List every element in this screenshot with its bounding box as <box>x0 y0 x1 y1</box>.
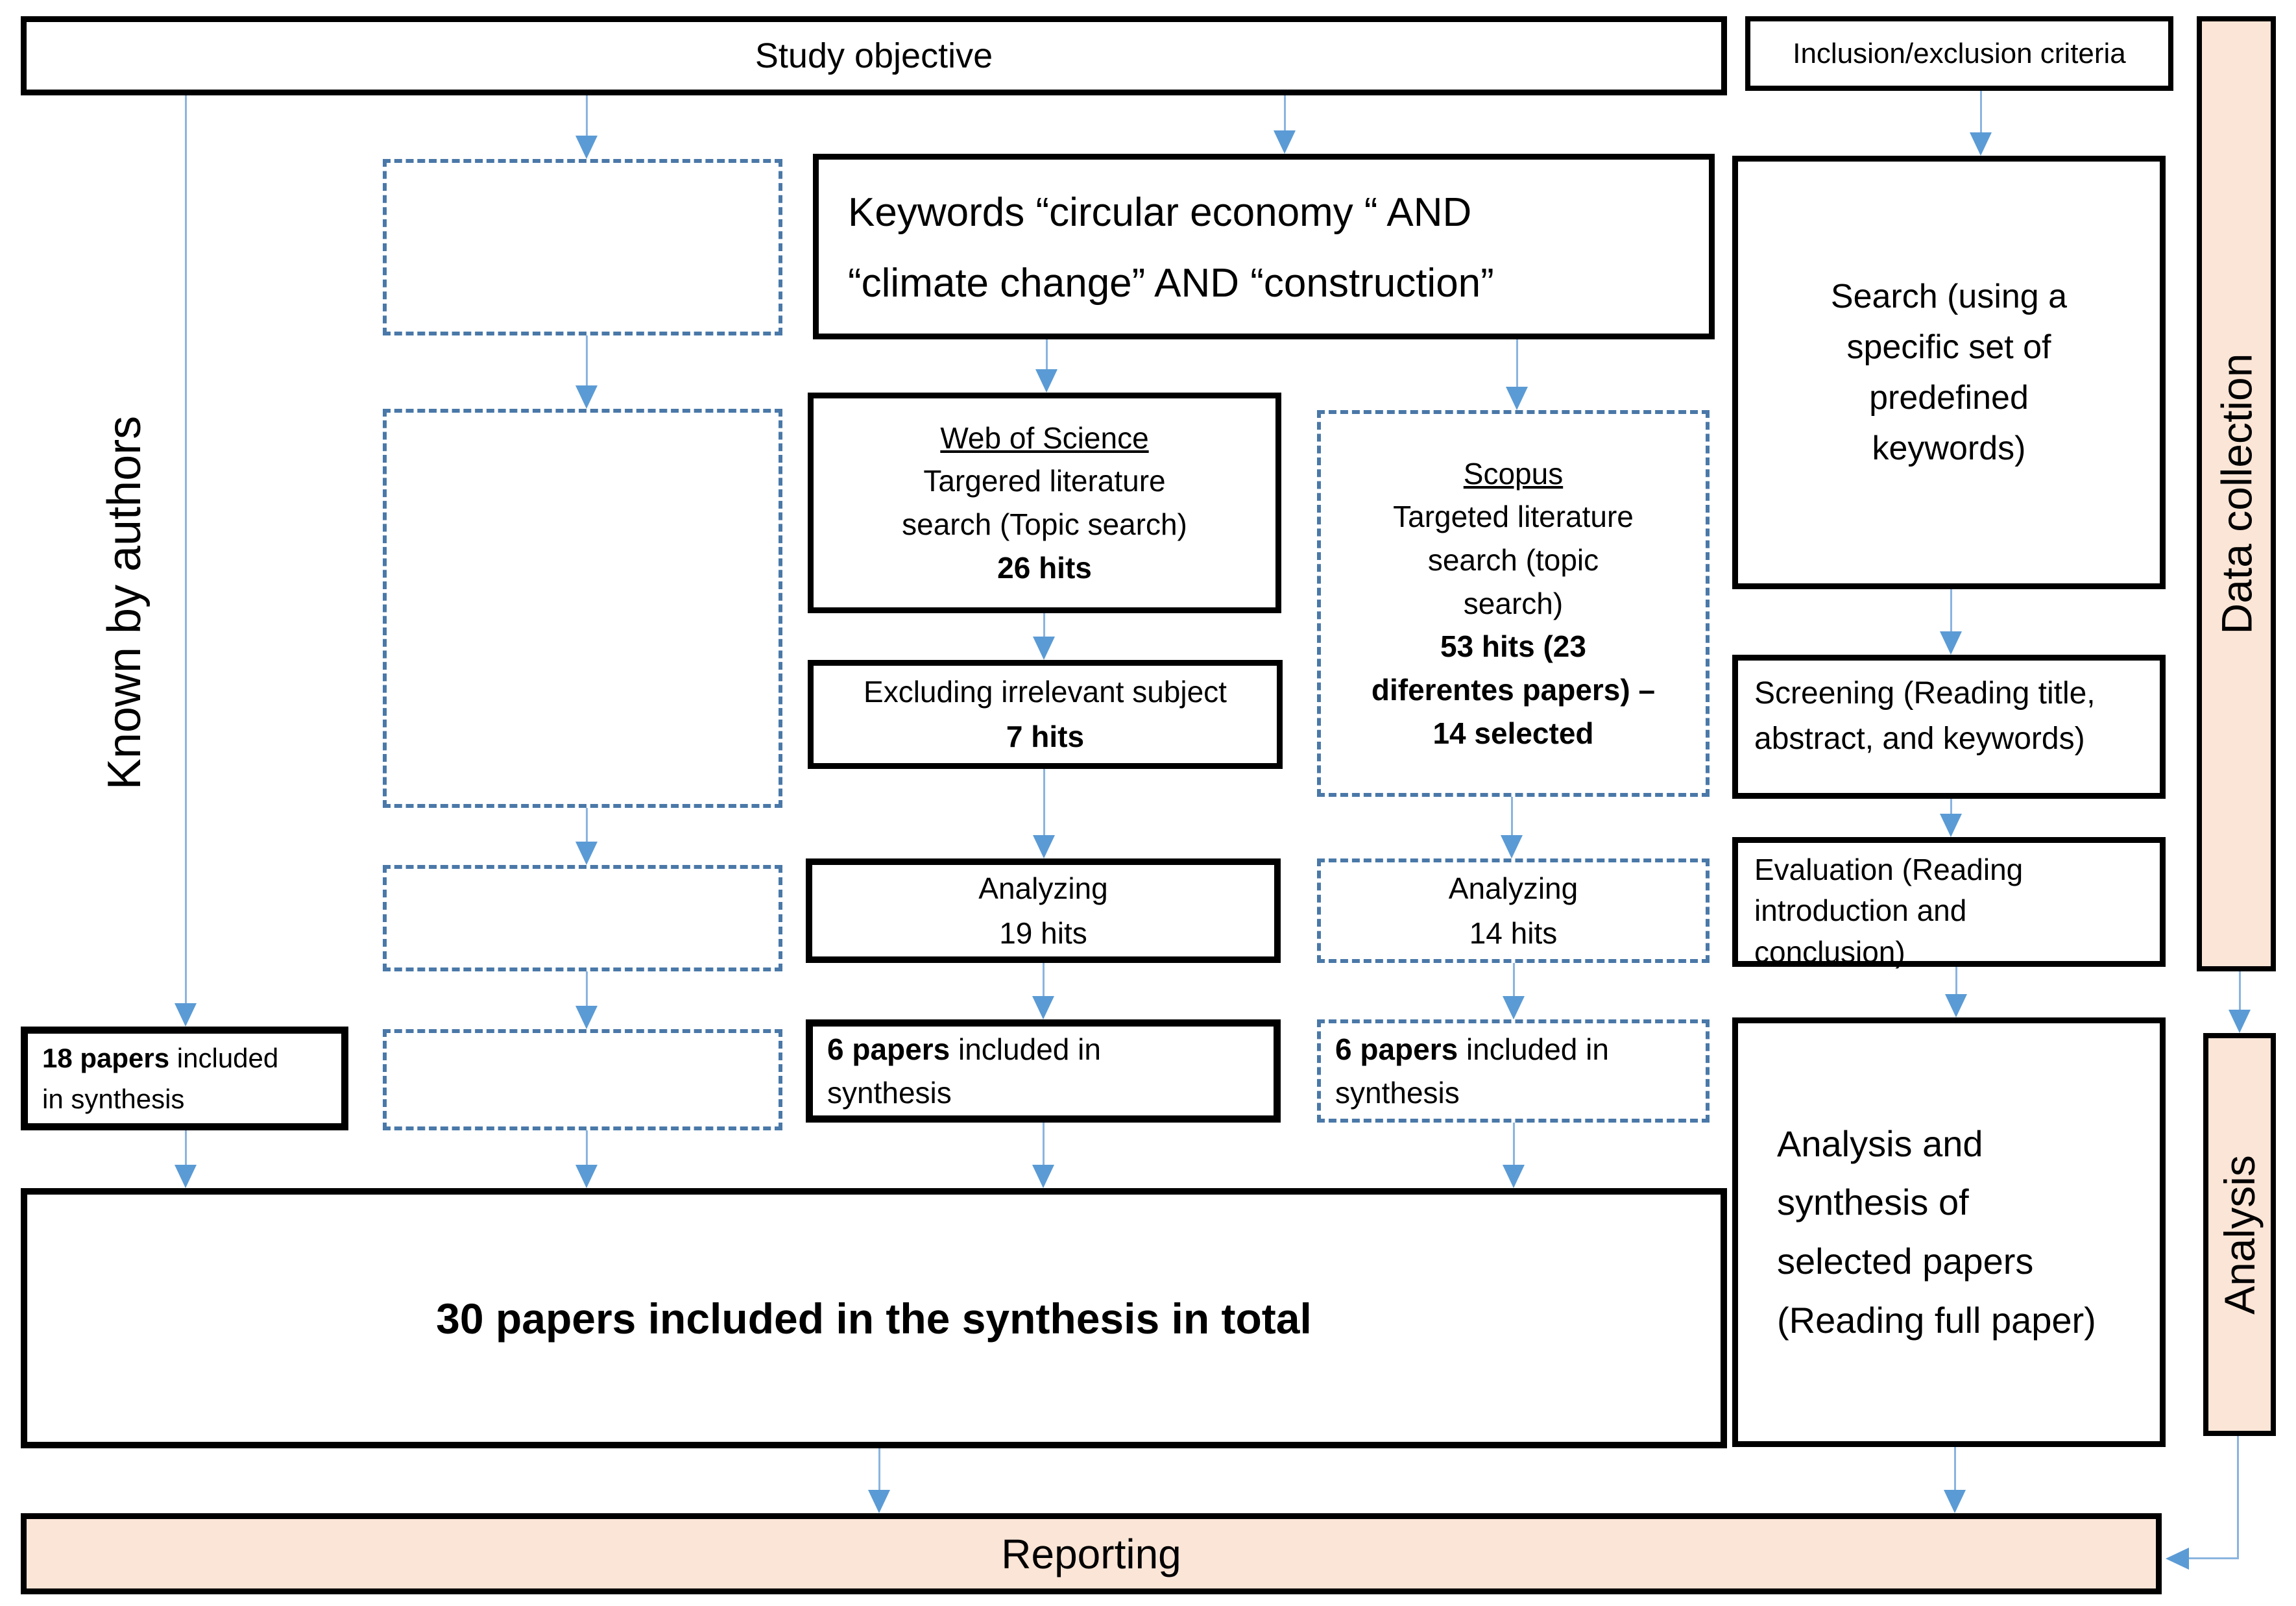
flow-arrow-line <box>1043 769 1045 838</box>
keywords-box: Keywords “circular economy “ AND “climat… <box>813 154 1715 339</box>
wos-body-line: Targered literature <box>923 464 1166 498</box>
flow-arrow-line <box>2238 971 2241 1012</box>
known-by-authors-label: Known by authors <box>99 415 151 790</box>
wos-body-line: search (Topic search) <box>902 507 1187 541</box>
flow-arrow-line <box>1953 1447 1956 1492</box>
flow-arrow-head <box>1506 387 1528 410</box>
flow-arrow-elbow-head <box>2166 1548 2189 1570</box>
flow-arrow-line <box>585 971 588 1008</box>
flow-arrow-line <box>1516 339 1518 389</box>
keywords-line: Keywords “circular economy “ AND <box>848 190 1472 235</box>
dashed-box-d <box>383 1029 782 1130</box>
flow-arrow-head <box>1940 814 1962 837</box>
flow-arrow-line <box>1042 963 1045 999</box>
dashed-box-b <box>383 409 782 808</box>
flow-arrow-head <box>1503 996 1525 1019</box>
flow-arrow-line <box>1042 1123 1045 1167</box>
flow-arrow-head <box>175 1003 197 1027</box>
flow-arrow-head <box>1940 631 1962 655</box>
reporting-box: Reporting <box>21 1513 2162 1594</box>
flow-arrow-head <box>1035 369 1057 393</box>
flow-arrow-line <box>1283 95 1286 133</box>
papers30-total-box: 30 papers included in the synthesis in t… <box>21 1188 1727 1448</box>
wos-hits: 26 hits <box>997 550 1092 585</box>
study-objective-box: Study objective <box>21 16 1727 95</box>
flow-arrow-elbow-horizontal <box>2188 1557 2239 1559</box>
analysis-synthesis-box: Analysis and synthesis of selected paper… <box>1732 1017 2166 1447</box>
flow-arrow-head <box>1032 1165 1054 1188</box>
flow-arrow-head <box>175 1165 197 1188</box>
flow-arrow-head <box>575 385 598 409</box>
evaluation-box: Evaluation (Reading introduction and con… <box>1732 837 2166 969</box>
analyzing-scopus-box: Analyzing 14 hits <box>1317 858 1710 963</box>
flow-arrow-line <box>585 335 588 388</box>
keywords-line: “climate change” AND “construction” <box>848 260 1494 306</box>
dashed-box-c <box>383 865 782 971</box>
scopus-title: Scopus <box>1463 456 1564 491</box>
search-box: Search (using a specific set of predefin… <box>1732 156 2166 589</box>
data-collection-label: Data collection <box>2212 353 2260 635</box>
excluding-hits: 7 hits <box>1006 720 1085 753</box>
flow-arrow-head <box>575 842 598 865</box>
flow-arrow-line <box>1955 967 1957 997</box>
flow-arrow-line <box>1512 1123 1515 1167</box>
flow-arrow-line <box>1510 797 1513 838</box>
screening-box: Screening (Reading title, abstract, and … <box>1732 655 2166 799</box>
web-of-science-box: Web of Science Targered literature searc… <box>808 393 1281 613</box>
analysis-bar: Analysis <box>2203 1033 2276 1436</box>
flow-arrow-head <box>868 1490 890 1513</box>
flow-arrow-line <box>184 1130 187 1167</box>
flow-arrow-line <box>1950 589 1952 634</box>
flow-arrow-head <box>575 136 598 159</box>
flow-arrow-head <box>1033 637 1055 660</box>
study-objective-label: Study objective <box>755 36 993 75</box>
flow-arrow-head <box>1501 835 1523 858</box>
flow-arrow-head <box>1945 994 1967 1017</box>
flow-arrow-line <box>585 95 588 138</box>
flow-arrow-head <box>1944 1490 1966 1513</box>
flow-arrow-line <box>184 95 187 1006</box>
excluding-body: Excluding irrelevant subject <box>864 675 1227 709</box>
flow-arrow-line <box>878 1448 880 1492</box>
reporting-label: Reporting <box>1001 1530 1181 1577</box>
flow-arrow-line <box>585 808 588 844</box>
dashed-box-a <box>383 159 782 335</box>
flow-arrow-head <box>1503 1165 1525 1188</box>
papers30-label: 30 papers included in the synthesis in t… <box>436 1294 1312 1343</box>
inclusion-exclusion-box: Inclusion/exclusion criteria <box>1745 16 2173 91</box>
flow-arrow-line <box>1045 339 1048 372</box>
excluding-box: Excluding irrelevant subject 7 hits <box>808 660 1283 769</box>
papers18-box: 18 papers included in synthesis <box>21 1027 348 1130</box>
flow-arrow-head <box>2229 1010 2251 1033</box>
analysis-label: Analysis <box>2216 1154 2264 1315</box>
flow-arrow-line <box>1043 613 1045 639</box>
flow-arrow-line <box>1950 799 1952 816</box>
flow-arrow-elbow-vertical <box>2237 1436 2239 1559</box>
flow-arrow-head <box>575 1006 598 1029</box>
flow-arrow-head <box>575 1165 598 1188</box>
papers6-wos-box: 6 papers included in synthesis <box>806 1019 1281 1123</box>
flow-arrow-head <box>1970 132 1992 156</box>
papers6-scopus-box: 6 papers included in synthesis <box>1317 1019 1710 1123</box>
flow-arrow-line <box>1979 91 1982 135</box>
scopus-box: Scopus Targeted literature search (topic… <box>1317 410 1710 797</box>
analyzing-wos-box: Analyzing 19 hits <box>806 858 1281 963</box>
flow-arrow-line <box>585 1130 588 1167</box>
flow-arrow-line <box>1512 963 1515 999</box>
inclusion-exclusion-label: Inclusion/exclusion criteria <box>1793 37 2126 69</box>
flow-arrow-head <box>1274 130 1296 154</box>
data-collection-bar: Data collection <box>2197 16 2276 971</box>
flow-arrow-head <box>1033 835 1055 858</box>
wos-title: Web of Science <box>940 420 1149 455</box>
flow-arrow-head <box>1032 996 1054 1019</box>
